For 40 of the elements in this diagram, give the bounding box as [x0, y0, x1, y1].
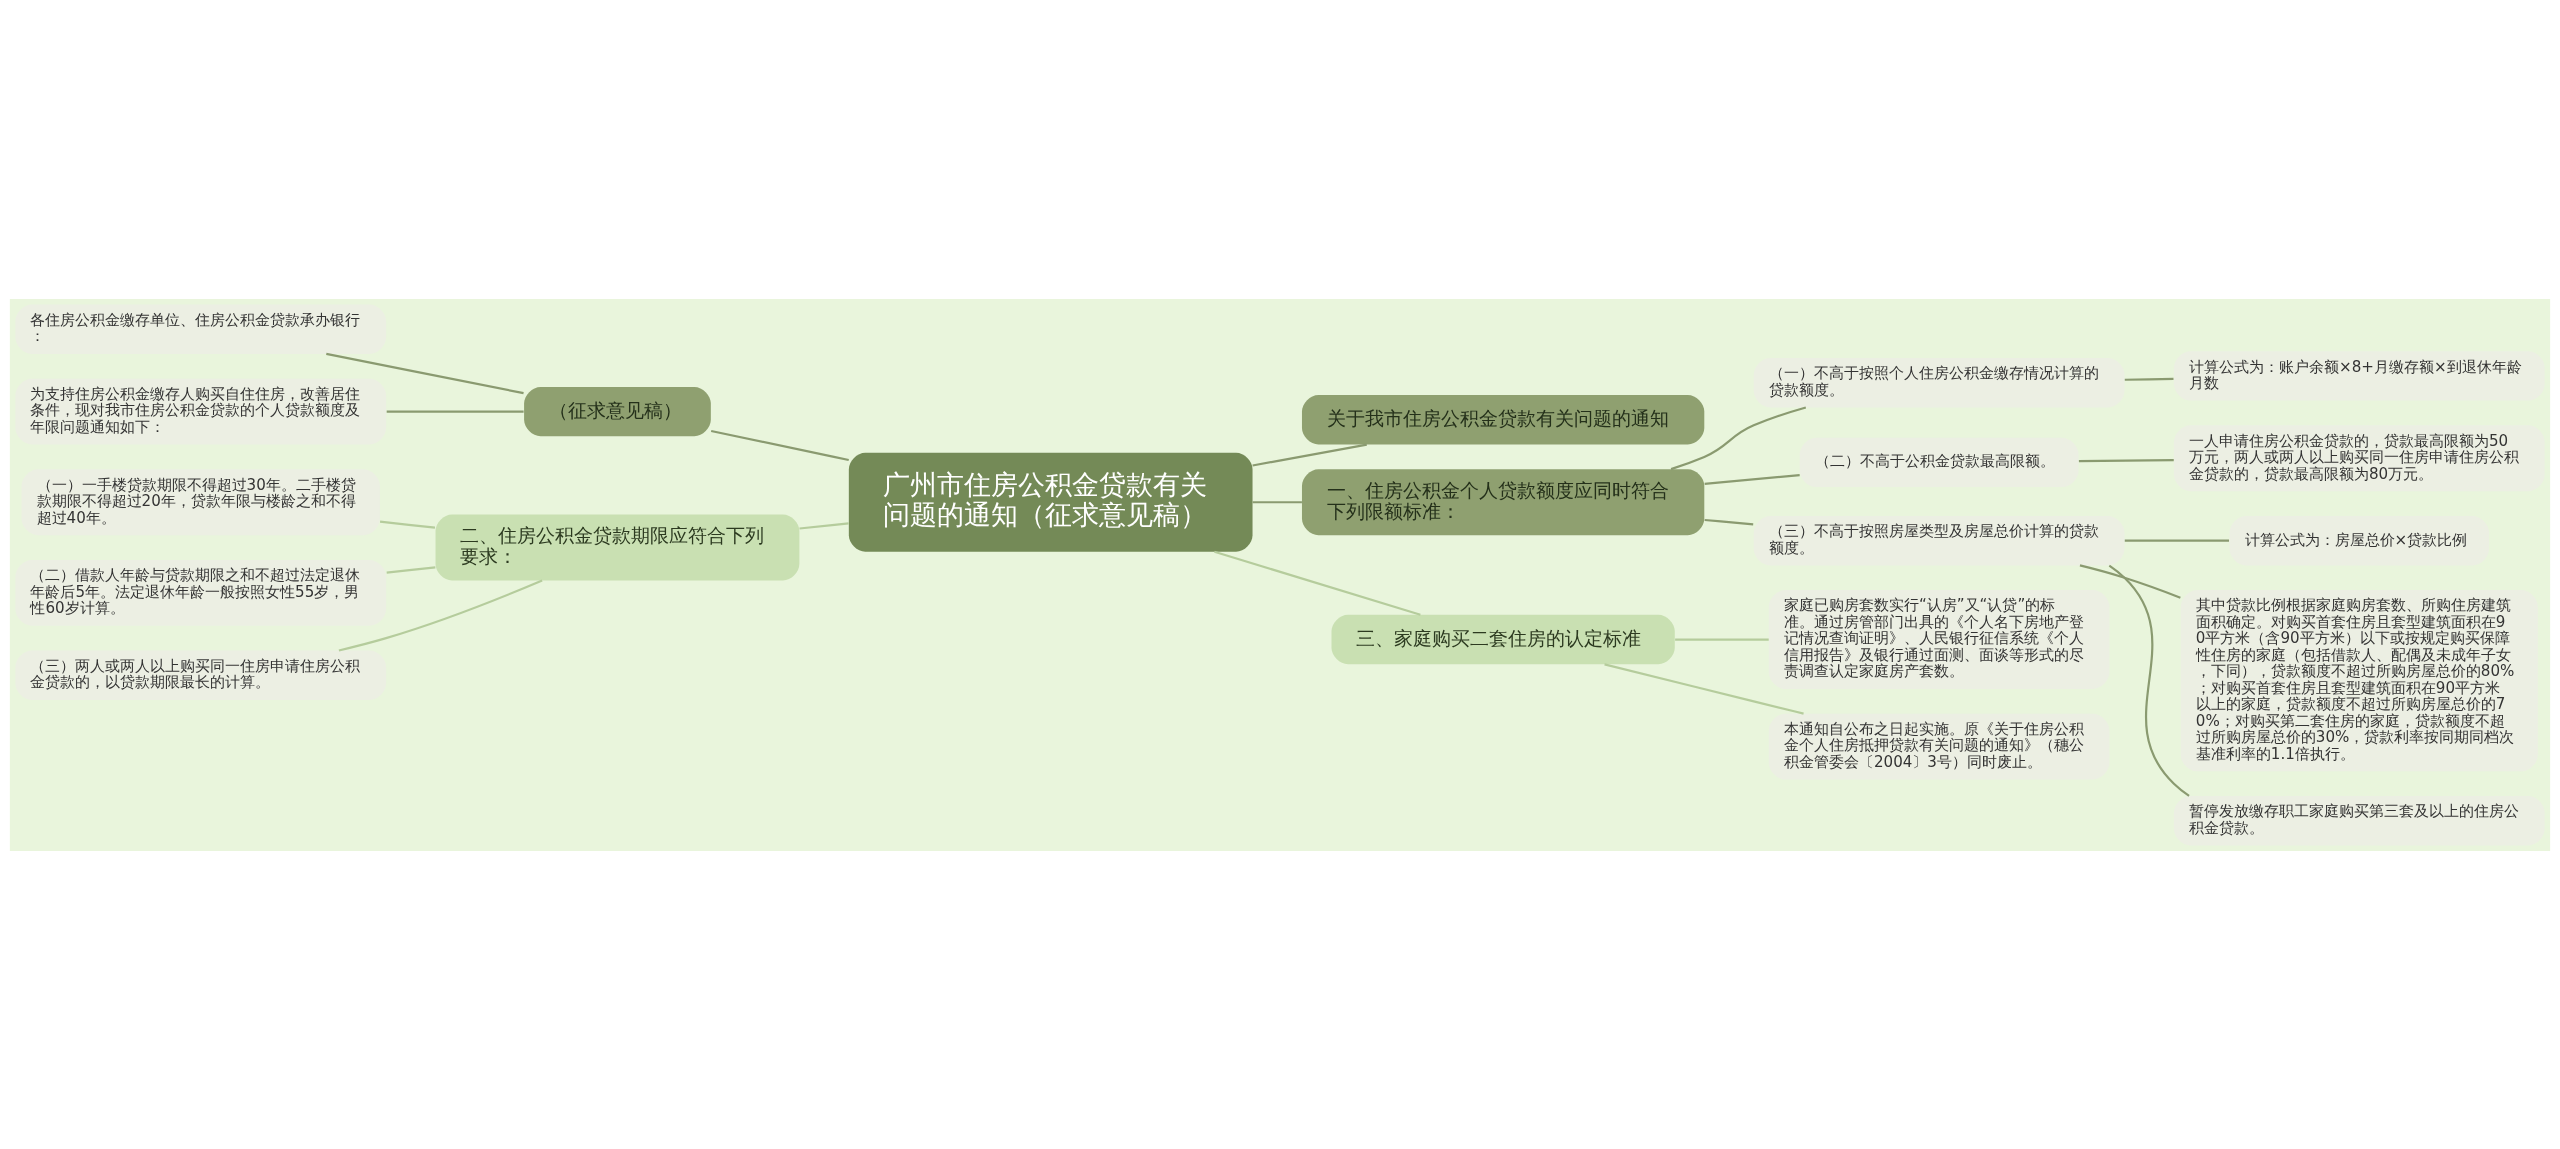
connector [1704, 473, 1800, 485]
node-box: 暂停发放缴存职工家庭购买第三套及以上的住房公积金贷款。 [2173, 795, 2545, 845]
connector [386, 565, 436, 574]
node-box: （二）不高于公积金贷款最高限额。 [1799, 437, 2079, 487]
node-box: 家庭已购房套数实行“认房”又“认贷”的标准。通过房管部门出具的《个人名下房地产登记情况查询证明》、人民银行征信系统《个人信用报告》及银行通过面测、面谈等形式的尽责调查认定家庭房产套数。 [1768, 589, 2110, 689]
connector [2124, 539, 2229, 542]
node-box: 广州市住房公积金贷款有关问题的通知（征求意见稿） [848, 452, 1253, 552]
connector [1670, 405, 1807, 470]
node-box: 一人申请住房公积金贷款的，贷款最高限额为50万元，两人或两人以上购买同一住房申请住房公积金贷款的，贷款最高限额为80万元。 [2173, 424, 2545, 491]
node-box: 二、住房公积金贷款期限应符合下列要求： [435, 514, 800, 580]
connector [1604, 662, 1804, 715]
node-box: 为支持住房公积金缴存人购买自住住房，改善居住条件，现对我市住房公积金贷款的个人贷款额度及年限问题通知如下： [15, 378, 387, 445]
node-box: 计算公式为：房屋总价×贷款比例 [2229, 515, 2490, 565]
connector [1675, 637, 1769, 641]
node-box: （一）一手楼贷款期限不得超过30年。二手楼贷款期限不得超过20年，贷款年限与楼龄之和不得超过40年。 [21, 468, 380, 535]
connector [386, 410, 524, 413]
connector [2124, 377, 2174, 381]
node-box: （三）两人或两人以上购买同一住房申请住房公积金贷款的，以贷款期限最长的计算。 [15, 650, 387, 700]
node-box: 其中贷款比例根据家庭购房套数、所购住房建筑面积确定。对购买首套住房且套型建筑面积在90平方米（含90平方米）以下或按规定购买保障性住房的家庭（包括借款人、配偶及未成年子女，下同），贷款额度不超过所购房屋总价的80%；对购买首套住房且套型建筑面积在90平方米以上的家庭，贷款额度不超过所购房屋总价的70%；对购买第二套住房的家庭，贷款额度不超过所购房屋总价的30%，贷款利率按同期同档次基准利率的1.1倍执行。 [2180, 589, 2538, 771]
connector [2079, 563, 2181, 599]
node-box: 三、家庭购买二套住房的认定标准 [1331, 614, 1675, 664]
node-box: 计算公式为：账户余额×8+月缴存额×到退休年龄月数 [2173, 350, 2545, 401]
connector [1252, 500, 1302, 503]
connector [1214, 550, 1421, 616]
node-box: （征求意见稿） [524, 386, 711, 436]
connector [326, 352, 524, 394]
connector [799, 521, 849, 530]
node-box: 各住房公积金缴存单位、住房公积金贷款承办银行： [15, 304, 387, 354]
connector [2078, 458, 2174, 462]
connector [1704, 518, 1754, 525]
node-box: （三）不高于按照房屋类型及房屋总价计算的贷款额度。 [1753, 515, 2125, 565]
node-box: 关于我市住房公积金贷款有关问题的通知 [1301, 394, 1705, 445]
connector [338, 579, 543, 652]
node-box: 一、住房公积金个人贷款额度应同时符合下列限额标准： [1301, 468, 1705, 535]
connector [710, 429, 849, 461]
connector [379, 520, 436, 529]
node-box: （二）借款人年龄与贷款期限之和不超过法定退休年龄后5年。法定退休年龄一般按照女性55岁，男性60岁计算。 [15, 559, 387, 626]
node-box: （一）不高于按照个人住房公积金缴存情况计算的贷款额度。 [1753, 357, 2125, 407]
node-box: 本通知自公布之日起实施。原《关于住房公积金个人住房抵押贷款有关问题的通知》（穗公积金管委会〔2004〕3号）同时废止。 [1768, 713, 2110, 780]
connector [2108, 564, 2190, 797]
